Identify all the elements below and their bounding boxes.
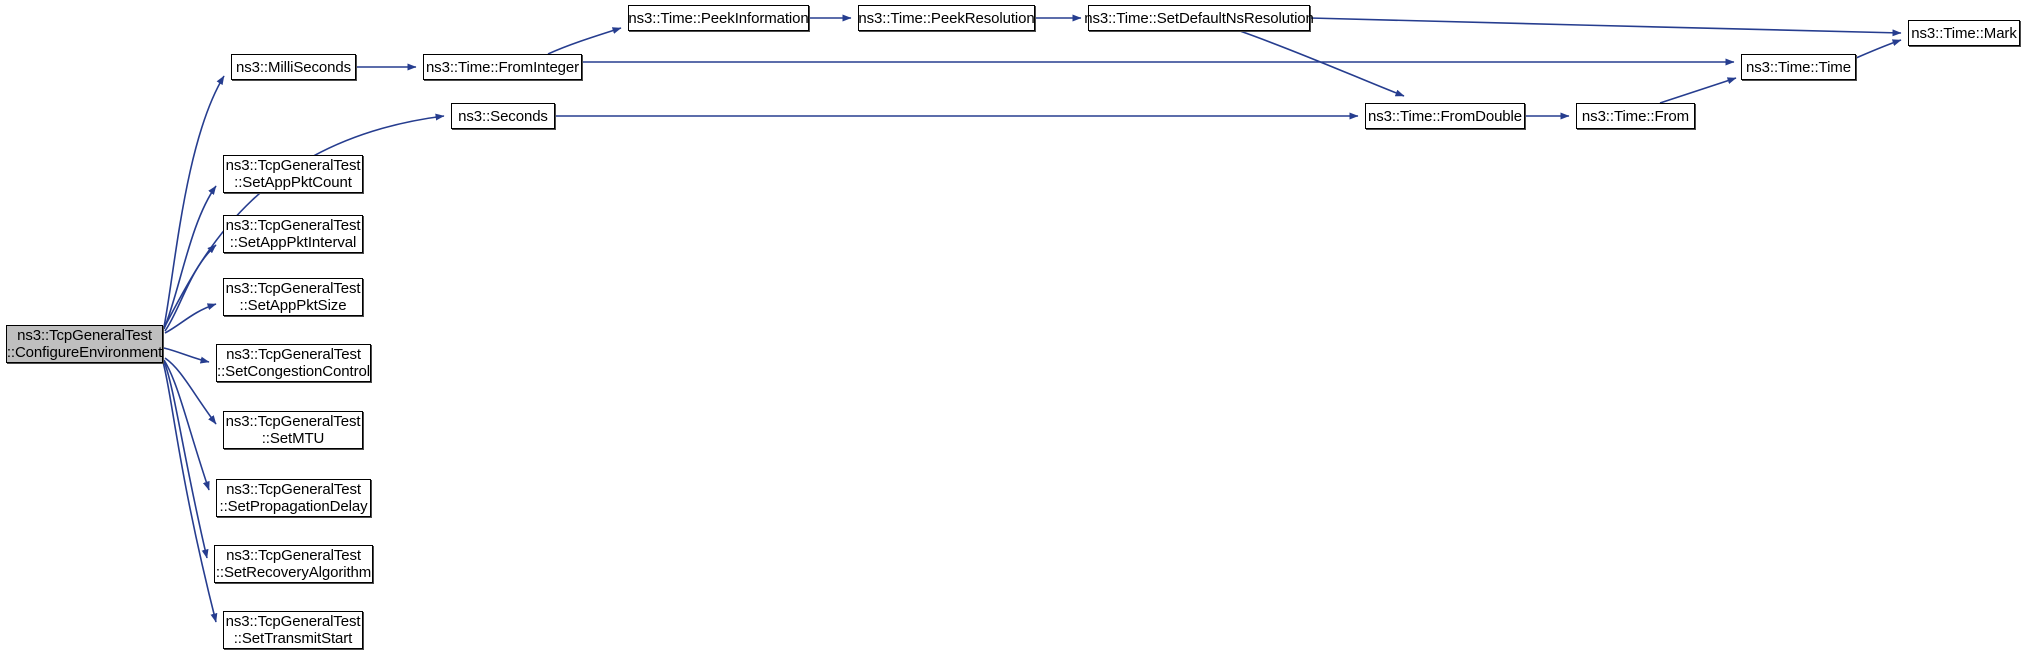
edge-configure_environment-to-set_recovery_algorithm: [163, 360, 209, 559]
node-label: ns3::TcpGeneralTest: [225, 413, 361, 430]
node-set_app_pkt_size[interactable]: ns3::TcpGeneralTest::SetAppPktSize: [223, 278, 363, 316]
node-label: ::SetMTU: [261, 430, 325, 447]
node-label: ns3::Time::FromDouble: [1367, 107, 1523, 125]
node-label: ns3::Time::From: [1581, 107, 1690, 125]
edge-configure_environment-to-set_app_pkt_interval: [164, 244, 217, 332]
node-set_app_pkt_count[interactable]: ns3::TcpGeneralTest::SetAppPktCount: [223, 155, 363, 193]
edge-configure_environment-to-set_transmit_start: [162, 361, 218, 623]
node-peek_information[interactable]: ns3::Time::PeekInformation: [628, 5, 809, 31]
node-from_integer[interactable]: ns3::Time::FromInteger: [423, 54, 582, 80]
edge-configure_environment-to-milliseconds: [163, 75, 225, 328]
edge-set_default_ns_resolution-to-time_mark: [1309, 17, 1902, 37]
node-label: ns3::Time::PeekResolution: [858, 9, 1035, 27]
node-label: ns3::TcpGeneralTest: [17, 327, 152, 344]
node-label: ns3::Time::Time: [1746, 58, 1851, 76]
edge-configure_environment-to-set_app_pkt_size: [164, 303, 217, 334]
edge-configure_environment-to-set_mtu: [164, 357, 217, 425]
node-set_mtu[interactable]: ns3::TcpGeneralTest::SetMTU: [223, 411, 363, 449]
node-seconds[interactable]: ns3::Seconds: [451, 103, 555, 129]
node-peek_resolution[interactable]: ns3::Time::PeekResolution: [858, 5, 1035, 31]
node-label: ::SetPropagationDelay: [219, 498, 368, 515]
node-set_transmit_start[interactable]: ns3::TcpGeneralTest::SetTransmitStart: [223, 611, 363, 649]
node-label: ::SetAppPktCount: [234, 174, 352, 191]
node-label: ns3::Time::SetDefaultNsResolution: [1084, 9, 1314, 27]
node-set_propagation_delay[interactable]: ns3::TcpGeneralTest::SetPropagationDelay: [216, 479, 371, 517]
node-from_double[interactable]: ns3::Time::FromDouble: [1365, 103, 1525, 129]
node-label: ns3::TcpGeneralTest: [226, 346, 361, 363]
node-label: ns3::MilliSeconds: [235, 58, 352, 76]
node-label: ns3::Time::Mark: [1911, 24, 2017, 42]
node-label: ns3::TcpGeneralTest: [225, 157, 361, 174]
node-label: ::SetAppPktInterval: [229, 234, 357, 251]
node-label: ns3::TcpGeneralTest: [225, 280, 361, 297]
node-time_time[interactable]: ns3::Time::Time: [1741, 54, 1856, 80]
node-label: ns3::TcpGeneralTest: [226, 547, 361, 564]
node-label: ::SetRecoveryAlgorithm: [215, 564, 372, 581]
node-time_mark[interactable]: ns3::Time::Mark: [1908, 20, 2020, 46]
node-label: ns3::TcpGeneralTest: [225, 613, 361, 630]
edge-time_time-to-time_mark: [1855, 39, 1902, 59]
edge-set_default_ns_resolution-to-from_double: [1239, 30, 1405, 97]
edge-from_integer-to-peek_information: [547, 27, 622, 55]
node-configure_environment[interactable]: ns3::TcpGeneralTest::ConfigureEnvironmen…: [6, 325, 163, 363]
node-from[interactable]: ns3::Time::From: [1576, 103, 1695, 129]
edge-configure_environment-to-set_app_pkt_count: [163, 185, 217, 330]
node-label: ::SetAppPktSize: [239, 297, 347, 314]
node-label: ns3::TcpGeneralTest: [226, 481, 361, 498]
edge-from-to-time_time: [1659, 77, 1737, 104]
node-set_app_pkt_interval[interactable]: ns3::TcpGeneralTest::SetAppPktInterval: [223, 215, 363, 253]
node-label: ::SetTransmitStart: [233, 630, 353, 647]
node-set_recovery_algorithm[interactable]: ns3::TcpGeneralTest::SetRecoveryAlgorith…: [214, 545, 373, 583]
node-label: ns3::Seconds: [458, 107, 548, 125]
edge-configure_environment-to-set_propagation_delay: [163, 359, 210, 491]
node-label: ::ConfigureEnvironment: [6, 344, 163, 361]
node-label: ::SetCongestionControl: [217, 363, 370, 380]
node-label: ns3::Time::PeekInformation: [628, 9, 809, 27]
node-set_congestion_control[interactable]: ns3::TcpGeneralTest::SetCongestionContro…: [216, 344, 371, 382]
node-set_default_ns_resolution[interactable]: ns3::Time::SetDefaultNsResolution: [1084, 5, 1314, 31]
edge-configure_environment-to-set_congestion_control: [163, 347, 210, 364]
node-label: ns3::TcpGeneralTest: [225, 217, 361, 234]
node-milliseconds[interactable]: ns3::MilliSeconds: [231, 54, 356, 80]
node-label: ns3::Time::FromInteger: [425, 58, 580, 76]
